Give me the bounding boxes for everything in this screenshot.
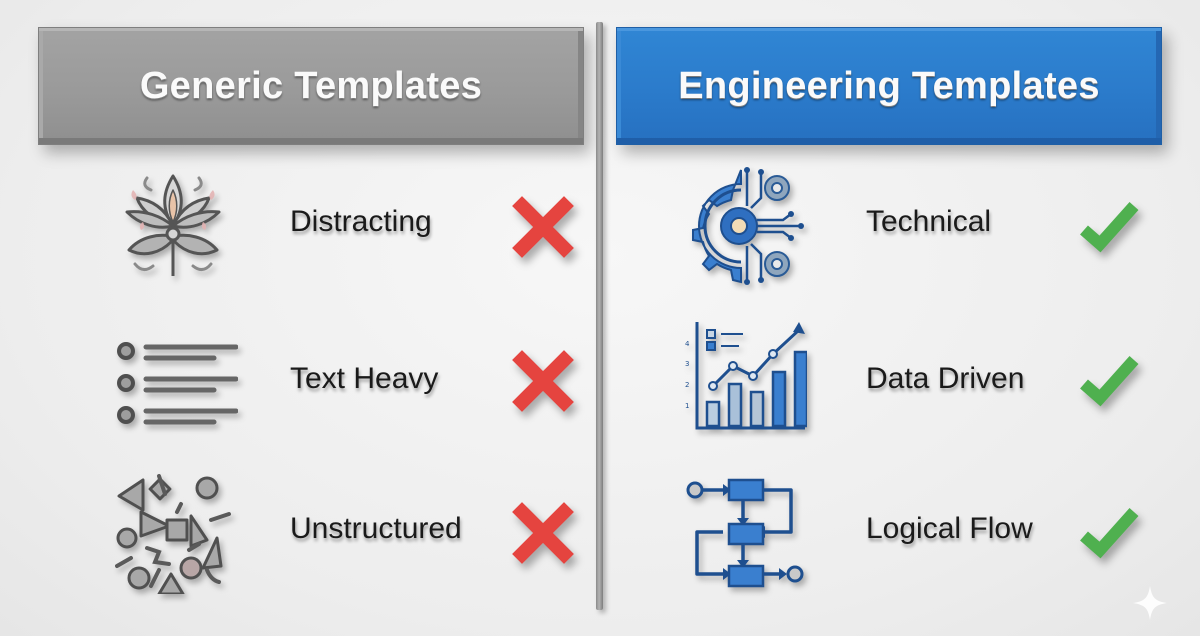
generic-templates-title: Generic Templates [139, 64, 483, 107]
technical-label: Technical [866, 205, 992, 238]
sparkle-icon [1131, 584, 1169, 622]
check-icon [1078, 196, 1140, 258]
cross-icon [512, 196, 574, 258]
unstructured-label: Unstructured [290, 512, 462, 545]
svg-text:4: 4 [685, 340, 690, 348]
generic-templates-header: Generic Templates [38, 27, 584, 145]
text-heavy-label: Text Heavy [290, 362, 439, 395]
check-icon [1078, 502, 1140, 564]
check-icon [1078, 350, 1140, 412]
engineering-templates-title: Engineering Templates [678, 64, 1100, 107]
gear-circuit-icon [680, 166, 810, 286]
scattered-shapes-icon [108, 472, 238, 594]
svg-text:1: 1 [685, 402, 689, 410]
bulleted-list-icon [108, 320, 238, 440]
svg-text:2: 2 [685, 381, 689, 389]
cross-icon [512, 350, 574, 412]
svg-text:3: 3 [685, 360, 689, 368]
logical-flow-label: Logical Flow [866, 512, 1033, 545]
ornamental-flower-icon [108, 166, 238, 286]
engineering-templates-header: Engineering Templates [616, 27, 1162, 145]
data-driven-label: Data Driven [866, 362, 1025, 395]
bar-line-chart-icon: 4 3 2 1 [680, 318, 810, 438]
flowchart-icon [680, 472, 810, 592]
column-divider [596, 22, 603, 610]
distracting-label: Distracting [290, 205, 432, 238]
cross-icon [512, 502, 574, 564]
